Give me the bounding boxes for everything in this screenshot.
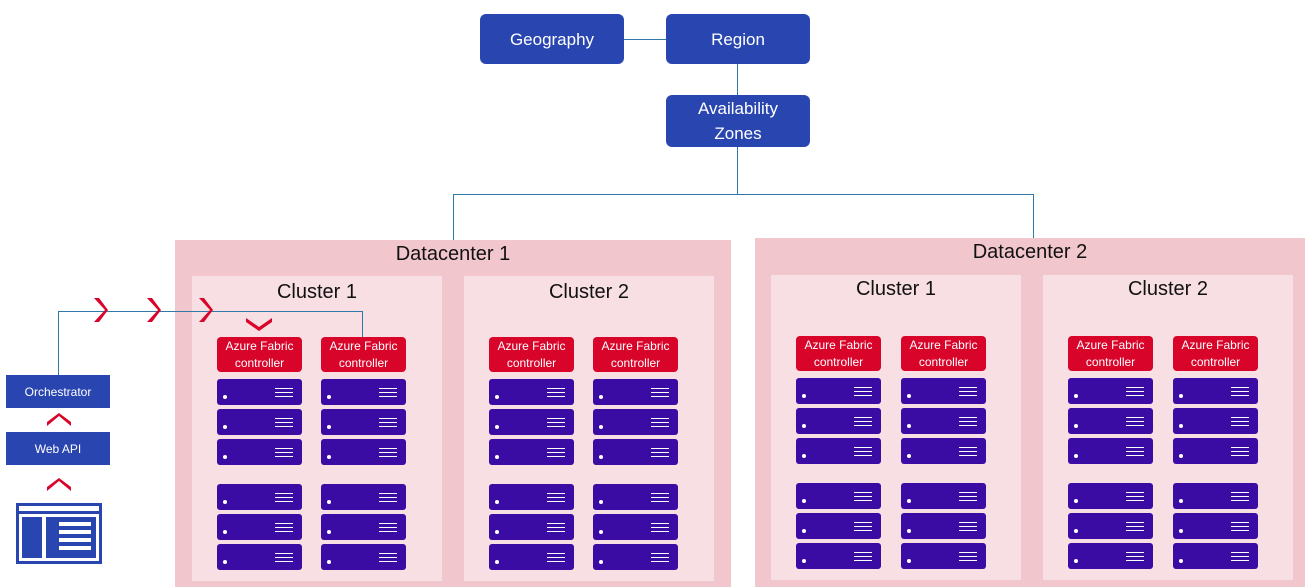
dc2-connector: [1033, 194, 1034, 240]
fabric-controller: Azure Fabric controller: [593, 337, 678, 372]
server-icon: [901, 513, 986, 539]
fabric-controller: Azure Fabric controller: [796, 336, 881, 371]
chevron-right-icon: [92, 296, 108, 329]
server-icon: [489, 439, 574, 465]
server-icon: [593, 484, 678, 510]
server-icon: [796, 408, 881, 434]
server-icon: [593, 544, 678, 570]
server-icon: [796, 513, 881, 539]
datacenter-1: Datacenter 1 Cluster 1 Azure Fabric cont…: [175, 240, 731, 587]
server-icon: [1173, 513, 1258, 539]
server-icon: [217, 484, 302, 510]
server-icon: [796, 483, 881, 509]
server-icon: [901, 543, 986, 569]
orchestrator-up-connector: [58, 311, 59, 375]
az-down-connector: [737, 147, 738, 194]
dc1-cluster-1: Cluster 1 Azure Fabric controller Azure …: [192, 276, 442, 581]
server-icon: [489, 379, 574, 405]
fabric-controller: Azure Fabric controller: [901, 336, 986, 371]
chevron-up-icon: [47, 413, 71, 432]
dc1-connector: [453, 194, 454, 240]
server-icon: [1173, 408, 1258, 434]
dc2-cluster-1-title: Cluster 1: [855, 278, 937, 300]
fabric-controller: Azure Fabric controller: [489, 337, 574, 372]
az-horizontal-connector: [453, 194, 1034, 195]
fabric-controller: Azure Fabric controller: [1068, 336, 1153, 371]
dc1-cluster-1-title: Cluster 1: [276, 281, 358, 303]
dc1-cluster-2-title: Cluster 2: [548, 281, 630, 303]
server-icon: [489, 409, 574, 435]
server-icon: [321, 544, 406, 570]
orchestrator-box: Orchestrator: [6, 375, 110, 408]
server-icon: [1068, 438, 1153, 464]
server-icon: [901, 408, 986, 434]
server-icon: [489, 484, 574, 510]
availability-zones-box: Availability Zones: [666, 95, 810, 147]
dc1-cluster-2: Cluster 2 Azure Fabric controller Azure …: [464, 276, 714, 581]
server-icon: [321, 514, 406, 540]
server-icon: [1173, 378, 1258, 404]
chevron-right-icon: [197, 296, 213, 329]
web-api-box: Web API: [6, 432, 110, 465]
server-icon: [321, 439, 406, 465]
server-icon: [217, 544, 302, 570]
server-icon: [593, 439, 678, 465]
server-icon: [1068, 408, 1153, 434]
server-icon: [593, 379, 678, 405]
chevron-up-icon: [47, 478, 71, 497]
server-icon: [901, 438, 986, 464]
server-icon: [321, 409, 406, 435]
server-icon: [593, 409, 678, 435]
geography-box: Geography: [480, 14, 624, 64]
server-icon: [217, 514, 302, 540]
server-icon: [593, 514, 678, 540]
server-icon: [796, 378, 881, 404]
server-icon: [217, 439, 302, 465]
dc2-cluster-2: Cluster 2 Azure Fabric controller Azure …: [1043, 275, 1293, 580]
server-icon: [901, 483, 986, 509]
server-icon: [1173, 483, 1258, 509]
server-icon: [796, 543, 881, 569]
fabric-controller: Azure Fabric controller: [1173, 336, 1258, 371]
chevron-right-icon: [145, 296, 161, 329]
datacenter-2: Datacenter 2 Cluster 1 Azure Fabric cont…: [755, 238, 1305, 587]
server-icon: [1173, 543, 1258, 569]
chevron-down-icon: [245, 317, 273, 336]
web-client-icon: [16, 503, 102, 569]
server-icon: [1068, 378, 1153, 404]
fabric-controller: Azure Fabric controller: [217, 337, 302, 372]
region-az-connector: [737, 64, 738, 95]
server-icon: [321, 379, 406, 405]
dc2-cluster-2-title: Cluster 2: [1127, 278, 1209, 300]
server-icon: [217, 379, 302, 405]
server-icon: [1068, 513, 1153, 539]
server-icon: [217, 409, 302, 435]
server-icon: [1068, 483, 1153, 509]
geography-region-connector: [624, 39, 666, 40]
server-icon: [1173, 438, 1258, 464]
datacenter-1-title: Datacenter 1: [395, 243, 511, 265]
datacenter-2-title: Datacenter 2: [972, 241, 1088, 263]
server-icon: [796, 438, 881, 464]
fabric-controller: Azure Fabric controller: [321, 337, 406, 372]
server-icon: [1068, 543, 1153, 569]
region-box: Region: [666, 14, 810, 64]
dc2-cluster-1: Cluster 1 Azure Fabric controller Azure …: [771, 275, 1021, 580]
controller-drop-connector: [362, 311, 363, 337]
server-icon: [901, 378, 986, 404]
server-icon: [489, 544, 574, 570]
server-icon: [489, 514, 574, 540]
server-icon: [321, 484, 406, 510]
